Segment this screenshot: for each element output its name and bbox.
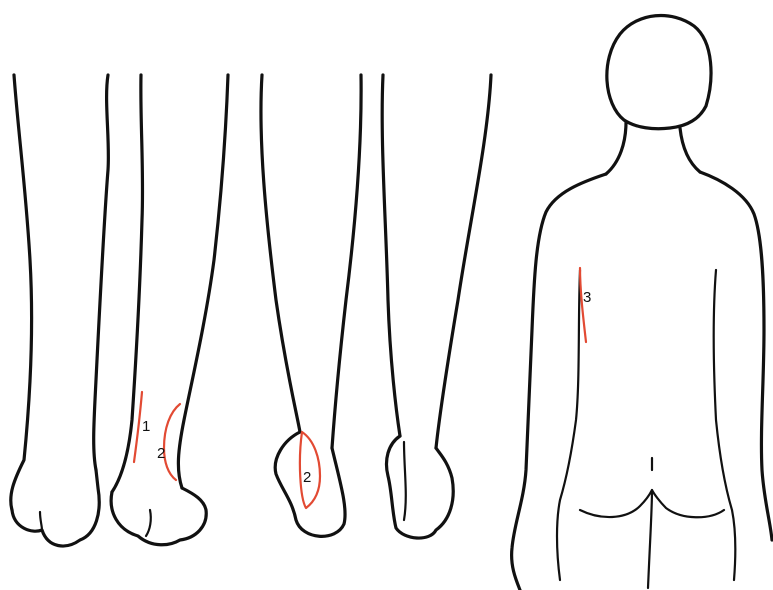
back-left-leg-inner bbox=[332, 75, 361, 448]
back-right-heel-line bbox=[404, 442, 406, 520]
left-arm-inner bbox=[557, 270, 580, 580]
front-right-leg-outer bbox=[178, 75, 228, 488]
right-arm-inner bbox=[714, 270, 736, 580]
legs-front-view: 1 2 bbox=[11, 75, 228, 546]
back-right-leg-outer bbox=[436, 75, 491, 448]
front-right-toe-line bbox=[146, 510, 151, 536]
legs-back-view: 2 bbox=[261, 75, 491, 538]
front-left-foot bbox=[12, 470, 99, 546]
neck-right bbox=[680, 128, 700, 172]
neck-left bbox=[606, 122, 626, 174]
head-outline bbox=[607, 16, 711, 129]
torso-right-side bbox=[700, 172, 772, 540]
front-right-foot bbox=[111, 488, 206, 545]
front-left-toe-line bbox=[40, 512, 42, 530]
torso-back-view: 3 bbox=[512, 16, 772, 590]
torso-left-side bbox=[512, 174, 606, 590]
gluteal-cleft bbox=[648, 458, 652, 588]
back-right-leg-inner bbox=[382, 75, 400, 436]
lesion-2-front-label: 2 bbox=[157, 445, 165, 462]
back-left-leg-outer bbox=[261, 75, 300, 432]
lesion-1-label: 1 bbox=[142, 418, 150, 435]
front-left-leg-outer bbox=[11, 75, 32, 510]
lesion-1-mark bbox=[134, 392, 142, 462]
lesion-3-label: 3 bbox=[583, 289, 591, 306]
back-right-heel bbox=[387, 436, 454, 538]
lesion-2-back-label: 2 bbox=[303, 469, 311, 486]
front-left-leg-inner bbox=[94, 75, 109, 470]
